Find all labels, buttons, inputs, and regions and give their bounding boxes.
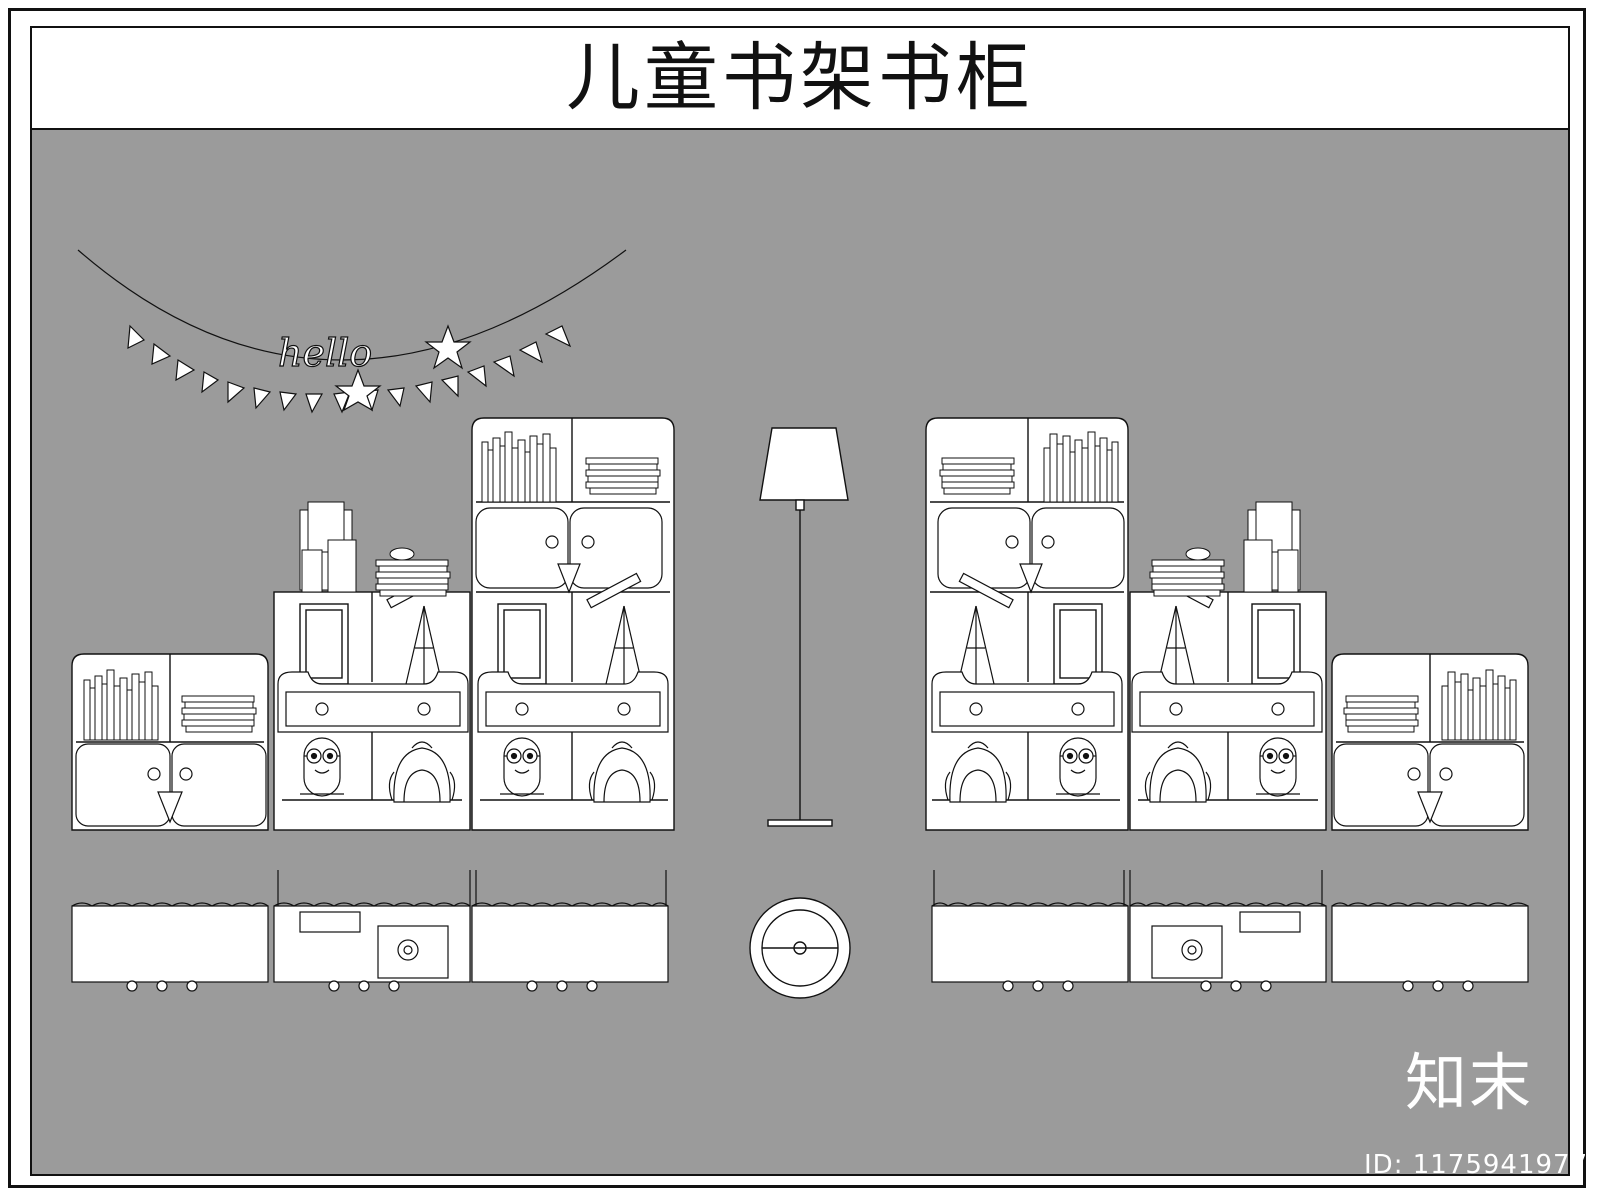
title-band: 儿童书架书柜	[32, 28, 1568, 130]
banner-hello-text: hello	[278, 331, 372, 375]
page-title: 儿童书架书柜	[566, 35, 1034, 121]
cad-elevation-drawing: hello	[71, 249, 1529, 999]
drawing-canvas: hello	[32, 130, 1568, 1174]
floor-lamp	[759, 427, 849, 827]
id-label: ID: 1175941977	[1364, 1150, 1589, 1180]
right-plan-view	[931, 870, 1529, 992]
brand-watermark: 知末	[1405, 1046, 1534, 1119]
right-cabinet-group	[925, 417, 1529, 831]
bunting-garland	[77, 249, 627, 414]
left-cabinet-group	[71, 417, 675, 831]
left-plan-view	[71, 870, 669, 992]
lamp-plan-view	[749, 897, 851, 999]
